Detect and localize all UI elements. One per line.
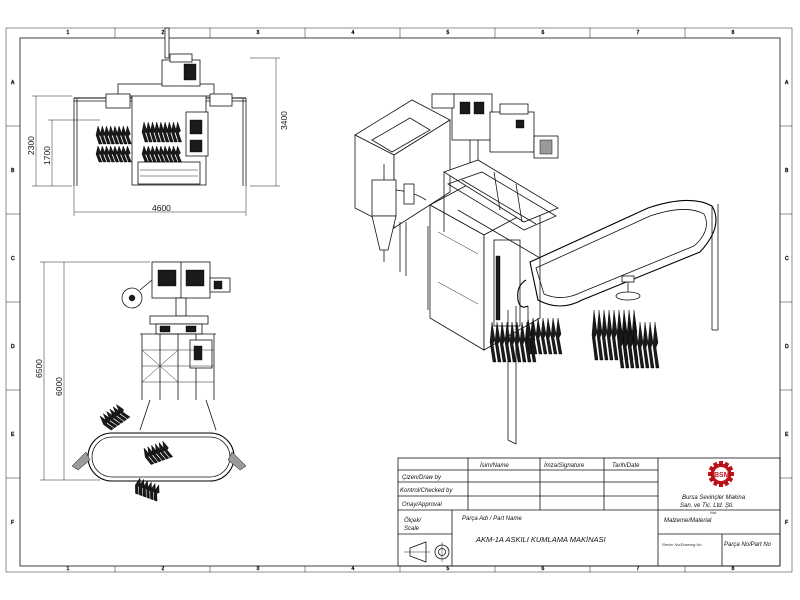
zone-col-label: 2 <box>162 566 165 572</box>
zone-row-label: A <box>785 80 789 86</box>
zone-row-label: B <box>785 168 789 174</box>
projection-symbol-icon <box>404 541 450 563</box>
dim-top-height-outer: 3400 <box>279 111 289 130</box>
hook-rack <box>135 477 160 502</box>
logo-text: BSM <box>714 472 730 479</box>
dim-top-height-left: 2300 <box>26 136 36 155</box>
row-draw-by: Çizen/Draw by <box>402 475 442 481</box>
zone-row-label: E <box>785 432 789 438</box>
title-block-text: İsim/Name İmza/Signature Tarih/Date Çize… <box>400 462 772 548</box>
zone-row-label: D <box>785 344 789 350</box>
zone-row-label: F <box>785 520 788 526</box>
zone-col-label: 5 <box>447 566 450 572</box>
hook-rack <box>141 145 182 163</box>
zone-row-label: B <box>11 168 15 174</box>
zone-row-label: D <box>11 344 15 350</box>
dim-top-height-inner: 1700 <box>42 146 52 165</box>
row-checked-by: Kontrol/Checked by <box>400 488 453 494</box>
zone-col-label: 2 <box>162 30 165 36</box>
part-name-label: Parça Adı / Part Name <box>462 516 522 522</box>
hook-rack <box>95 125 132 145</box>
col-name-header: İsim/Name <box>480 462 509 469</box>
zone-col-label: 7 <box>637 566 640 572</box>
top-view: 4600 3400 2300 1700 <box>26 27 289 216</box>
part-name: AKM-1A ASKILI KUMLAMA MAKİNASI <box>475 535 606 544</box>
zone-col-label: 4 <box>352 566 355 572</box>
isometric-view <box>354 93 719 445</box>
zone-col-label: 7 <box>637 30 640 36</box>
zone-row-label: E <box>11 432 15 438</box>
note-label: Not <box>710 510 717 515</box>
hook-rack <box>525 317 563 355</box>
scale-label-2: Scale <box>404 526 420 532</box>
zone-col-label: 6 <box>542 30 545 36</box>
title-block <box>397 457 781 567</box>
dim-side-height-outer: 6500 <box>34 359 44 378</box>
zone-col-label: 6 <box>542 566 545 572</box>
hook-rack <box>99 403 131 431</box>
company-line-2: San. ve Tic. Ltd. Şti. <box>680 503 734 509</box>
hook-rack <box>591 309 639 361</box>
hook-rack <box>95 145 132 163</box>
dim-top-width: 4600 <box>152 203 171 213</box>
zone-col-label: 3 <box>257 566 260 572</box>
zone-col-label: 8 <box>732 30 735 36</box>
hook-rack <box>617 321 660 369</box>
zone-col-label: 3 <box>257 30 260 36</box>
company-line-1: Bursa Sevinçler Makina <box>682 495 746 501</box>
bsm-logo: BSM <box>708 461 734 487</box>
zone-row-label: F <box>11 520 14 526</box>
material-label: Malzeme/Material <box>664 518 712 524</box>
dim-side-height-inner: 6000 <box>54 377 64 396</box>
side-view: 6500 6000 <box>34 261 247 502</box>
zone-col-label: 1 <box>67 30 70 36</box>
zone-row-label: C <box>785 256 789 262</box>
col-date-header: Tarih/Date <box>612 463 640 469</box>
hook-rack <box>143 440 174 465</box>
zone-row-label: A <box>11 80 15 86</box>
row-approval: Onay/Approval <box>402 502 442 508</box>
zone-row-label: C <box>11 256 15 262</box>
outer-border <box>5 27 793 573</box>
part-no-label: Parça No/Part No <box>724 542 772 548</box>
col-signature-header: İmza/Signature <box>544 462 585 469</box>
drawing-no-label: Resim No/Drawing No <box>662 542 702 547</box>
zone-col-label: 4 <box>352 30 355 36</box>
zone-col-label: 8 <box>732 566 735 572</box>
zone-col-label: 1 <box>67 566 70 572</box>
scale-label-1: Ölçek/ <box>404 517 422 524</box>
zone-col-label: 5 <box>447 30 450 36</box>
hook-rack <box>141 121 182 143</box>
